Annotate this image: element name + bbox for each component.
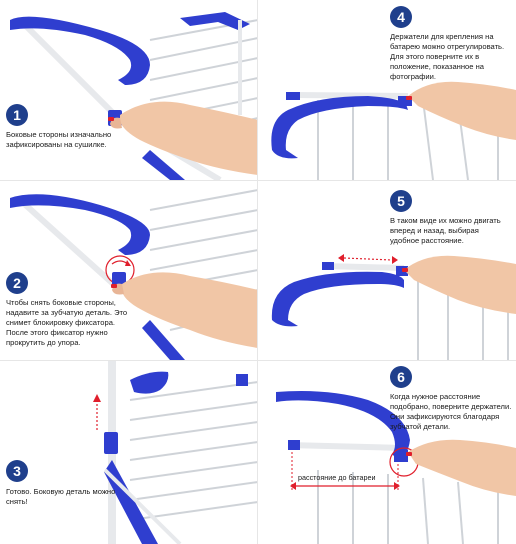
step-5-panel: 5 В таком виде их можно двигать вперед и… bbox=[258, 180, 516, 360]
step-6-photo bbox=[276, 391, 516, 544]
step-4-photo bbox=[271, 81, 516, 180]
step-5-badge: 5 bbox=[390, 190, 412, 212]
step-6-badge: 6 bbox=[390, 366, 412, 388]
step-3-photo bbox=[93, 360, 258, 544]
step-3-caption: Готово. Боковую деталь можно снять! bbox=[6, 487, 116, 507]
step-4-panel: 4 Держатели для крепления на батарею мож… bbox=[258, 0, 516, 180]
step-6-panel: 6 Когда нужное расстояние подобрано, пов… bbox=[258, 360, 516, 544]
step-2-caption: Чтобы снять боковые стороны, надавите за… bbox=[6, 298, 128, 348]
distance-to-radiator-label: расстояние до батареи bbox=[298, 473, 376, 482]
step-1-badge: 1 bbox=[6, 104, 28, 126]
step-5-photo bbox=[271, 254, 516, 360]
step-4-badge: 4 bbox=[390, 6, 412, 28]
step-6-caption: Когда нужное расстояние подобрано, повер… bbox=[390, 392, 512, 432]
step-1-caption: Боковые стороны изначально зафиксированы… bbox=[6, 130, 112, 150]
step-2-panel: 2 Чтобы снять боковые стороны, надавите … bbox=[0, 180, 258, 360]
horizontal-divider-2 bbox=[0, 360, 516, 361]
step-4-caption: Держатели для крепления на батарею можно… bbox=[390, 32, 505, 82]
step-5-caption: В таком виде их можно двигать вперед и н… bbox=[390, 216, 501, 246]
step-1-photo bbox=[10, 12, 258, 180]
step-3-badge: 3 bbox=[6, 460, 28, 482]
step-2-badge: 2 bbox=[6, 272, 28, 294]
horizontal-divider-1 bbox=[0, 180, 516, 181]
step-1-panel: 1 Боковые стороны изначально зафиксирова… bbox=[0, 0, 258, 180]
vertical-divider bbox=[257, 0, 258, 544]
step-3-panel: 3 Готово. Боковую деталь можно снять! bbox=[0, 360, 258, 544]
step-2-photo bbox=[10, 189, 258, 360]
